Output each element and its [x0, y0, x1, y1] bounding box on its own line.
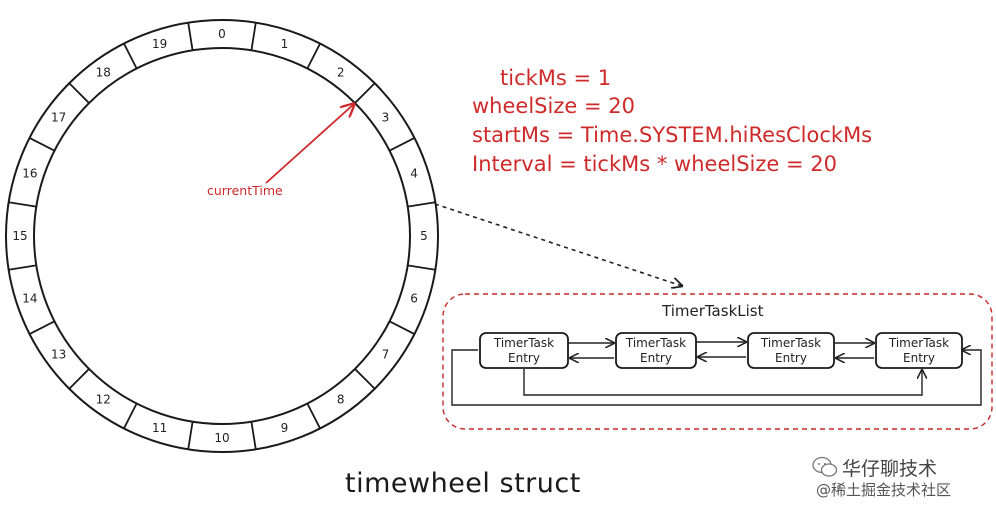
- wheel-slot-label: 8: [337, 392, 345, 406]
- wheel-slot-divider: [389, 137, 415, 152]
- wheel-slot-dividers: [8, 22, 436, 450]
- wheel-slot-label: 6: [410, 291, 418, 305]
- wheel-slot-label: 2: [337, 66, 345, 80]
- wheel-slot-label: 7: [382, 348, 390, 362]
- entry-line2: Entry: [640, 351, 672, 365]
- wheel-slot-label: 0: [218, 27, 226, 41]
- list-outer-loop-line: [451, 350, 982, 406]
- formula-tick-ms: tickMs = 1: [500, 66, 612, 90]
- wheel-slot-label: 16: [22, 167, 37, 181]
- wheel-slot-label: 4: [410, 167, 418, 181]
- timer-task-entry: TimerTask Entry: [479, 332, 569, 369]
- wheel-slot-divider: [407, 264, 436, 271]
- wheel-slot-label: 17: [51, 110, 66, 124]
- wheel-slot-divider: [306, 43, 321, 69]
- timer-task-entry: TimerTask Entry: [875, 332, 963, 369]
- wheel-outer-ring: [5, 19, 439, 453]
- wheel-slot-divider: [68, 82, 90, 104]
- wheel-inner-ring: [33, 47, 411, 425]
- watermark: 华仔聊技术 @稀土掘金技术社区: [808, 452, 988, 504]
- wheel-slot-divider: [187, 421, 194, 450]
- wheel-slot-divider: [187, 22, 194, 51]
- wechat-logo-icon: [812, 456, 838, 477]
- timer-task-list-title: TimerTaskList: [661, 302, 764, 320]
- formula-start-ms: startMs = Time.SYSTEM.hiResClockMs: [472, 123, 873, 147]
- watermark-platform: @稀土掘金技术社区: [816, 481, 952, 499]
- list-inner-loop-line: [523, 369, 922, 396]
- entry-line2: Entry: [903, 351, 935, 365]
- wheel-slot-divider: [389, 320, 415, 335]
- formula-interval: Interval = tickMs * wheelSize = 20: [472, 152, 837, 176]
- wheel-slot-divider: [250, 421, 257, 450]
- watermark-account-name: 华仔聊技术: [842, 458, 938, 480]
- entry-links: [568, 342, 874, 358]
- wheel-slot-label: 5: [420, 229, 428, 243]
- wheel-slot-divider: [407, 201, 436, 208]
- wheel-slot-divider: [8, 264, 37, 271]
- current-time-pointer-arrow: [265, 104, 354, 184]
- wheel-slot-label: 14: [22, 291, 37, 305]
- entry-line1: TimerTask: [625, 336, 686, 350]
- wheel-slot-divider: [29, 320, 55, 335]
- wheel-slot-label: 13: [51, 348, 66, 362]
- wheel-slot-label: 12: [96, 392, 111, 406]
- wheel-slot-label: 1: [281, 37, 289, 51]
- wheel-slot-divider: [68, 368, 90, 390]
- wheel-slot-label: 9: [281, 421, 289, 435]
- timer-task-entry: TimerTask Entry: [747, 332, 835, 369]
- wheel-slot-label: 18: [96, 66, 111, 80]
- formula-wheel-size: wheelSize = 20: [472, 94, 635, 118]
- wheel-slot-divider: [123, 403, 138, 429]
- wheel-slot-label: 15: [12, 229, 27, 243]
- slot-to-list-dashed-arrow: [434, 203, 682, 286]
- wheel-slot-label: 3: [382, 110, 390, 124]
- entry-line2: Entry: [508, 351, 540, 365]
- wheel-slot-divider: [306, 403, 321, 429]
- wheel-slot-label: 10: [214, 431, 229, 445]
- timer-task-entry: TimerTask Entry: [615, 332, 697, 369]
- wheel-slot-divider: [250, 22, 257, 51]
- entry-line2: Entry: [775, 351, 807, 365]
- wheel-slot-divider: [123, 43, 138, 69]
- wheel-slot-divider: [8, 201, 37, 208]
- wheel-slot-label: 11: [152, 421, 167, 435]
- wheel-slot-divider: [354, 368, 376, 390]
- entry-line1: TimerTask: [760, 336, 821, 350]
- wheel-slot-divider: [354, 82, 376, 104]
- diagram-caption: timewheel struct: [345, 468, 581, 499]
- timer-task-list-container: [442, 293, 993, 430]
- entry-line1: TimerTask: [888, 336, 949, 350]
- wheel-slot-divider: [29, 137, 55, 152]
- current-time-label: currentTime: [207, 183, 283, 198]
- entry-line1: TimerTask: [493, 336, 554, 350]
- wheel-slot-label: 19: [152, 37, 167, 51]
